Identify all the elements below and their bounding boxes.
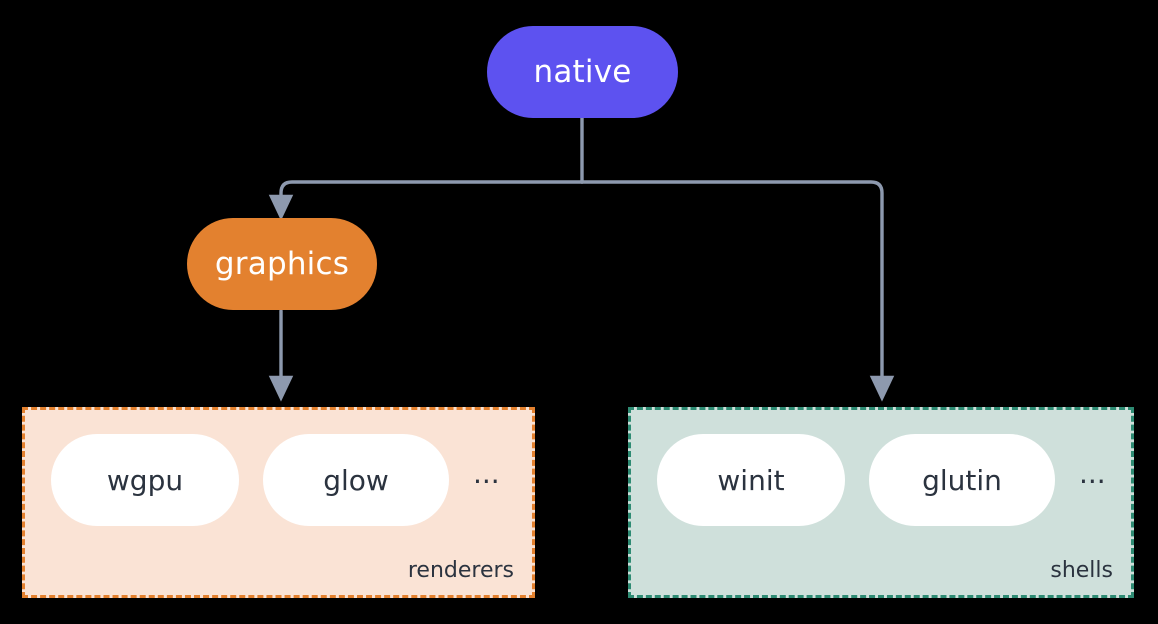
overflow-ellipsis: ... (473, 457, 500, 490)
list-item-wgpu[interactable]: wgpu (51, 434, 239, 526)
group-shells[interactable]: winit glutin ... shells (628, 407, 1134, 598)
group-shells-items: winit glutin ... (657, 434, 1106, 526)
list-item-glutin[interactable]: glutin (869, 434, 1055, 526)
node-graphics[interactable]: graphics (187, 218, 377, 310)
pill-label: glutin (922, 463, 1002, 497)
node-graphics-label: graphics (214, 246, 350, 282)
pill-label: wgpu (106, 463, 184, 497)
edge-native-to-graphics (268, 180, 584, 221)
node-native-label: native (533, 54, 632, 90)
pill-label: glow (323, 463, 389, 497)
node-native[interactable]: native (487, 26, 678, 118)
group-renderers-items: wgpu glow ... (51, 434, 500, 526)
list-item-glow[interactable]: glow (263, 434, 449, 526)
group-shells-label: shells (1050, 558, 1113, 583)
pill-label: winit (717, 463, 785, 497)
group-renderers-label: renderers (407, 558, 514, 583)
edge-native-to-shells (580, 180, 895, 402)
group-renderers[interactable]: wgpu glow ... renderers (22, 407, 535, 598)
list-item-winit[interactable]: winit (657, 434, 845, 526)
overflow-ellipsis: ... (1079, 457, 1106, 490)
